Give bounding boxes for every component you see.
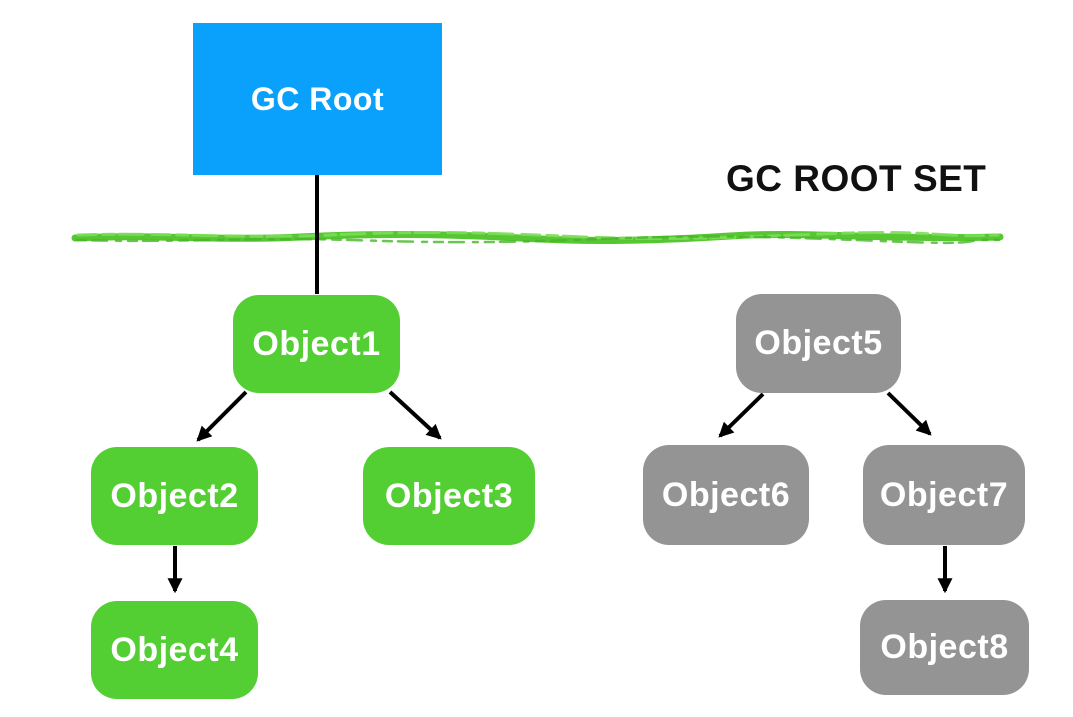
- node-object6: Object6: [643, 445, 809, 545]
- edge-object5-object6: [718, 392, 765, 438]
- edge-object1-object2: [196, 390, 248, 442]
- node-gc-root: GC Root: [193, 23, 442, 175]
- gc-root-set-divider: [71, 230, 1004, 245]
- node-object2: Object2: [91, 447, 258, 545]
- node-object8: Object8: [860, 600, 1029, 695]
- node-object5-label: Object5: [754, 324, 883, 362]
- node-object1-label: Object1: [252, 324, 381, 363]
- node-object3: Object3: [363, 447, 535, 545]
- node-object2-label: Object2: [110, 476, 239, 515]
- node-object1: Object1: [233, 295, 400, 393]
- node-object4-label: Object4: [110, 630, 239, 669]
- edge-object1-object3: [388, 390, 442, 440]
- node-gc-root-label: GC Root: [250, 80, 385, 117]
- node-object8-label: Object8: [880, 628, 1009, 666]
- node-object4: Object4: [91, 601, 258, 699]
- node-object5: Object5: [736, 294, 901, 393]
- node-object7-label: Object7: [879, 475, 1009, 514]
- node-object7: Object7: [863, 445, 1025, 545]
- node-object6-label: Object6: [661, 475, 791, 514]
- gc-root-set-heading: GC ROOT SET: [726, 158, 987, 199]
- node-object3-label: Object3: [384, 476, 514, 515]
- edge-object5-object7: [886, 391, 932, 436]
